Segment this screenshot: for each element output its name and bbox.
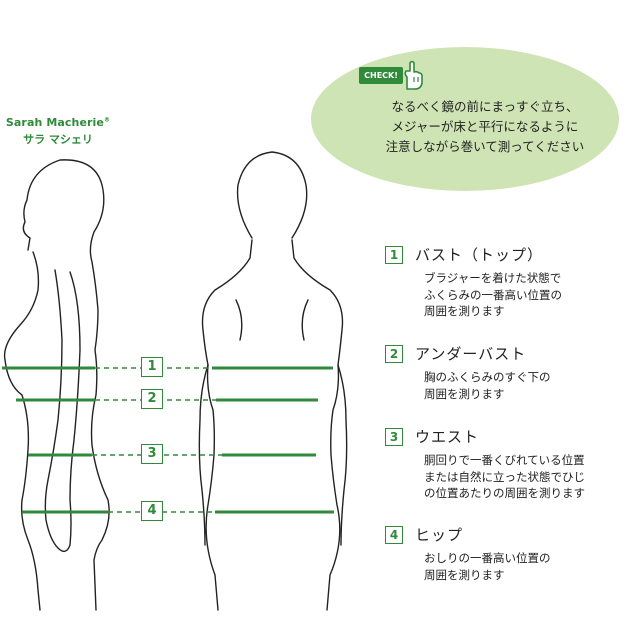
marker-1: 1 [141, 357, 163, 377]
check-instruction: なるべく鏡の前にまっすぐ立ち、 メジャーが床と平行になるように 注意しながら巻い… [385, 99, 585, 154]
item-bust: 1 バスト（トップ） ブラジャーを着けた状態で ふくらみの一番高い位置の 周囲を… [385, 244, 629, 320]
item-title: アンダーバスト [415, 345, 527, 363]
item-description: ブラジャーを着けた状態で ふくらみの一番高い位置の 周囲を測ります [424, 271, 562, 318]
item-waist: 3 ウエスト 胴回りで一番くびれている位置 または自然に立った状態でひじ の位置… [385, 426, 629, 502]
item-title: ヒップ [415, 526, 464, 544]
item-hip: 4 ヒップ おしりの一番高い位置の 周囲を測ります [385, 524, 629, 583]
item-number: 4 [385, 525, 403, 544]
item-number: 3 [385, 427, 403, 446]
item-description: 胴回りで一番くびれている位置 または自然に立った状態でひじ の位置あたりの周囲を… [424, 453, 585, 500]
item-title: バスト（トップ） [415, 246, 544, 264]
brand-name-en: Sarah Macherie [5, 116, 104, 129]
marker-4: 4 [141, 501, 163, 521]
brand-name-ja: サラ マシェリ [23, 133, 93, 146]
check-badge: CHECK! [359, 67, 403, 84]
item-number: 1 [385, 245, 403, 264]
item-description: おしりの一番高い位置の 周囲を測ります [424, 551, 551, 582]
front-figure-outline [236, 151, 308, 239]
registered-mark: ® [103, 116, 111, 124]
item-description: 胸のふくらみのすぐ下の 周囲を測ります [424, 370, 551, 401]
brand-logo: Sarah Macherie® サラ マシェリ [2, 116, 114, 147]
side-figure-outline [22, 159, 110, 611]
pointing-hand-icon [404, 60, 423, 90]
item-underbust: 2 アンダーバスト 胸のふくらみのすぐ下の 周囲を測ります [385, 343, 629, 402]
marker-3: 3 [141, 444, 163, 464]
item-number: 2 [385, 344, 403, 363]
marker-2: 2 [141, 389, 163, 409]
item-title: ウエスト [415, 428, 480, 446]
